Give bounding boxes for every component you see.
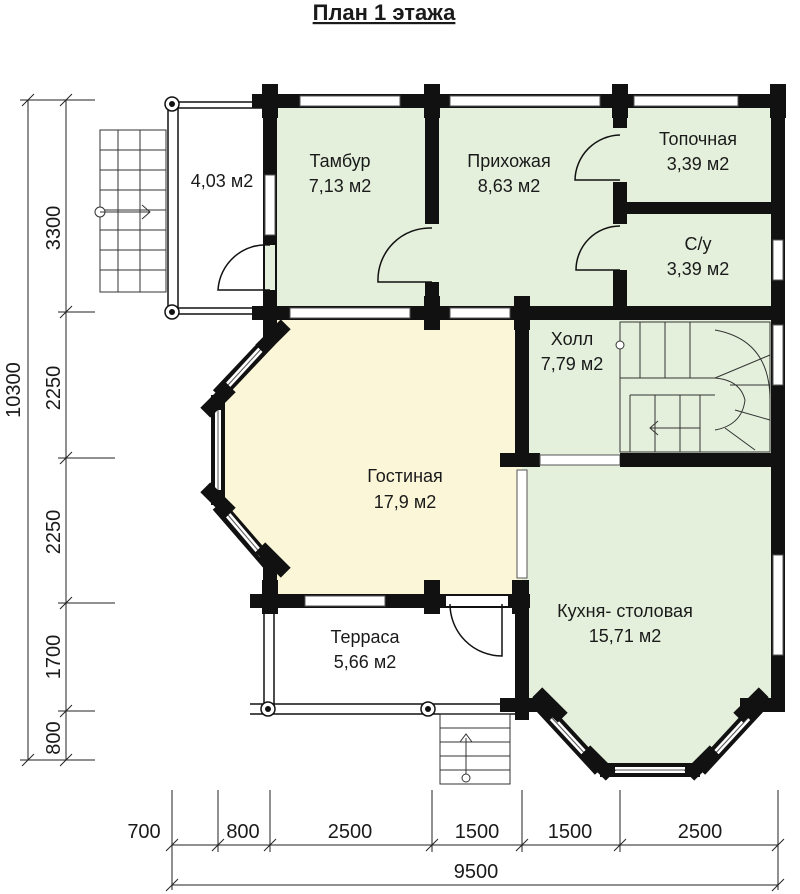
boiler-fill — [620, 100, 778, 208]
living-area: 17,9 м2 — [374, 492, 436, 512]
door-wc — [575, 225, 621, 271]
walls — [200, 84, 786, 781]
dim-bottom-1: 800 — [226, 821, 259, 843]
dim-left-3: 1700 — [43, 635, 65, 680]
wc-area: 3,39 м2 — [667, 259, 729, 279]
porch-area: 4,03 м2 — [191, 171, 253, 191]
terrace-area: 5,66 м2 — [334, 652, 396, 672]
kitchen-name: Кухня- столовая — [557, 601, 693, 621]
kitchen-area: 15,71 м2 — [589, 626, 661, 646]
wc-fill — [620, 208, 778, 312]
dim-bottom-5: 2500 — [678, 821, 723, 843]
living-name: Гостиная — [367, 466, 443, 486]
tambur-name: Тамбур — [309, 151, 370, 171]
living-fill — [218, 315, 522, 600]
room-labels: 4,03 м2 Тамбур 7,13 м2 Прихожая 8,63 м2 … — [191, 129, 737, 672]
dim-bottom-4: 1500 — [548, 821, 593, 843]
door-boiler — [574, 134, 621, 181]
boiler-name: Топочная — [659, 129, 737, 149]
hallway-fill — [432, 100, 620, 312]
terrace-stairs — [439, 713, 511, 785]
dim-bottom-total: 9500 — [454, 861, 499, 883]
hall-staircase — [615, 321, 771, 453]
terrace-name: Терраса — [330, 627, 400, 647]
room-fills — [218, 100, 778, 770]
door-terrace — [449, 603, 503, 657]
dim-left-4: 800 — [43, 721, 65, 754]
dim-left-1: 2250 — [43, 366, 65, 411]
terrace-outline — [250, 605, 520, 717]
plan-title: План 1 этажа — [313, 0, 457, 25]
dim-bottom-3: 1500 — [455, 821, 500, 843]
boiler-area: 3,39 м2 — [667, 154, 729, 174]
dim-bottom-2: 2500 — [328, 821, 373, 843]
hall-area: 7,79 м2 — [541, 354, 603, 374]
doors — [217, 134, 621, 657]
door-tambur-porch — [217, 244, 271, 291]
tambur-area: 7,13 м2 — [309, 176, 371, 196]
wc-name: С/у — [685, 234, 712, 254]
door-tambur-hallway — [377, 227, 433, 283]
porch-outline — [164, 96, 270, 320]
bottom-dimensions: 700 800 2500 1500 1500 2500 9500 — [127, 790, 785, 892]
hallway-area: 8,63 м2 — [478, 176, 540, 196]
entrance-stairs — [94, 129, 167, 293]
hallway-name: Прихожая — [467, 151, 550, 171]
kitchen-fill — [522, 460, 778, 770]
dim-left-0: 3300 — [43, 206, 65, 251]
tambur-fill — [270, 100, 432, 312]
dim-left-2: 2250 — [43, 510, 65, 555]
dim-left-total: 10300 — [3, 362, 25, 418]
hall-name: Холл — [551, 329, 593, 349]
left-dimensions: 10300 3300 2250 2250 1700 800 — [3, 93, 115, 767]
dim-bottom-0: 700 — [127, 821, 160, 843]
